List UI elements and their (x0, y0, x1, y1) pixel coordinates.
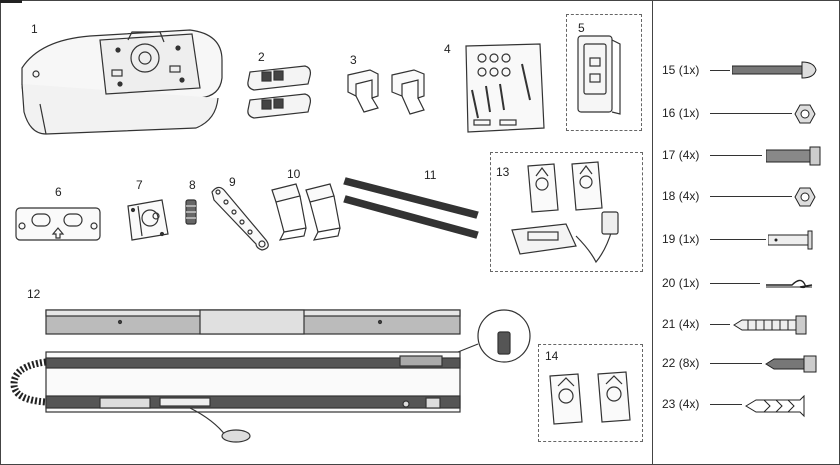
coupler-nut-illustration (185, 199, 197, 225)
hardware-item-18: 18 (4x) (662, 186, 832, 208)
part-5-box (566, 14, 642, 131)
door-arm-illustration (211, 186, 269, 251)
part-7-number: 7 (136, 178, 143, 192)
hardware-17-label: 17 (4x) (662, 148, 700, 162)
part-13-box (490, 152, 643, 272)
hanger-brackets-illustration (271, 183, 341, 241)
photocell-kit-illustration (511, 161, 619, 264)
hardware-19-label: 19 (1x) (662, 232, 700, 246)
hardware-item-19: 19 (1x) (662, 229, 832, 251)
carriage-bolt-icon (732, 61, 817, 79)
hardware-item-21: 21 (4x) (662, 314, 832, 336)
threaded-screw-icon (733, 315, 807, 335)
perforated-straps-illustration (343, 177, 479, 239)
hardware-20-label: 20 (1x) (662, 276, 700, 290)
spring-clip-icon (766, 279, 813, 289)
part-5-number: 5 (578, 21, 585, 35)
rail-nut-callout (457, 309, 531, 363)
safety-sensors-illustration (549, 371, 631, 425)
hardware-item-22: 22 (8x) (662, 353, 832, 375)
part-14-number: 14 (545, 349, 559, 363)
screw-bag-illustration (465, 43, 545, 133)
wall-plug-icon (745, 394, 805, 418)
door-plate-illustration (15, 207, 101, 241)
part-14-box (538, 344, 643, 442)
hardware-item-23: 23 (4x) (662, 394, 832, 418)
part-2-number: 2 (258, 50, 265, 64)
hardware-item-16: 16 (1x) (662, 103, 832, 125)
door-bracket-illustration (127, 199, 169, 241)
part-12-number: 12 (27, 287, 41, 301)
part-9-number: 9 (229, 175, 236, 189)
part-11-number: 11 (424, 168, 437, 182)
hardware-23-label: 23 (4x) (662, 397, 700, 411)
hardware-15-label: 15 (1x) (662, 63, 700, 77)
part-10-number: 10 (287, 167, 301, 181)
hex-nut-icon (794, 187, 816, 207)
hardware-item-20: 20 (1x) (662, 273, 832, 295)
parts-drawing (10, 29, 631, 443)
motor-unit-illustration (21, 29, 223, 135)
part-13-number: 13 (496, 165, 510, 179)
hex-nut-icon (794, 104, 816, 124)
wall-button-illustration (577, 35, 621, 115)
hex-bolt-icon (766, 146, 821, 166)
hardware-18-label: 18 (4x) (662, 189, 700, 203)
rail-top-illustration (45, 309, 461, 335)
part-6-number: 6 (55, 185, 62, 199)
remote-controls-illustration (247, 65, 312, 119)
rail-chain-illustration (10, 351, 461, 443)
part-4-number: 4 (444, 42, 451, 56)
hardware-divider (652, 0, 653, 465)
hardware-21-label: 21 (4x) (662, 317, 700, 331)
self-tapping-screw-icon (765, 355, 817, 373)
hardware-22-label: 22 (8x) (662, 356, 700, 370)
wall-brackets-illustration (347, 69, 425, 115)
hardware-item-17: 17 (4x) (662, 145, 832, 167)
hardware-16-label: 16 (1x) (662, 106, 700, 120)
hardware-item-15: 15 (1x) (662, 60, 832, 82)
part-8-number: 8 (189, 178, 196, 192)
part-3-number: 3 (350, 53, 357, 67)
part-1-number: 1 (31, 22, 38, 36)
corner-mark (0, 0, 22, 3)
clevis-pin-icon (768, 230, 813, 250)
